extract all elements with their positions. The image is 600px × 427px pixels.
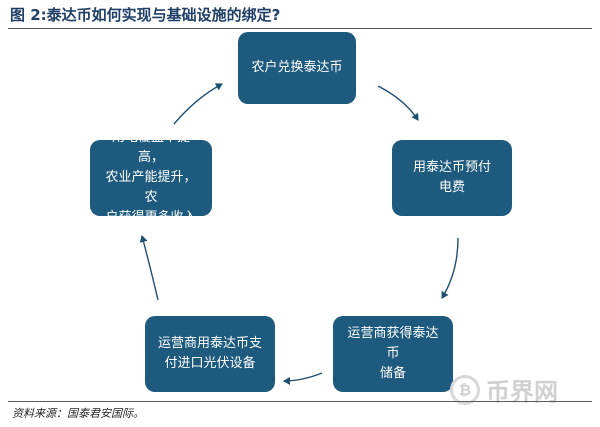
node-income-increase: 用电覆盖率提高， 农业产能提升，农 户获得更多收入 [90, 130, 212, 225]
arrow-n5-to-n1 [173, 83, 223, 125]
arrow-n2-to-n3 [441, 237, 459, 299]
node-operator-import-solar: 运营商用泰达币支 付进口光伏设备 [145, 316, 275, 392]
node-farmers-exchange-usdt: 农户兑换泰达币 [238, 32, 356, 104]
bitcoin-coin-icon: ₿ [450, 374, 480, 405]
top-divider [8, 28, 592, 29]
arrow-n1-to-n2 [377, 85, 419, 121]
arrow-n4-to-n5 [139, 235, 159, 301]
bottom-divider [8, 401, 592, 402]
figure-title: 图 2:泰达币如何实现与基础设施的绑定? [10, 6, 281, 24]
source-note: 资料来源：国泰君安国际。 [12, 407, 144, 420]
arrow-n3-to-n4 [283, 372, 323, 385]
node-operator-reserve: 运营商获得泰达币 储备 [333, 316, 453, 392]
node-prepay-electricity: 用泰达币预付 电费 [392, 140, 512, 216]
